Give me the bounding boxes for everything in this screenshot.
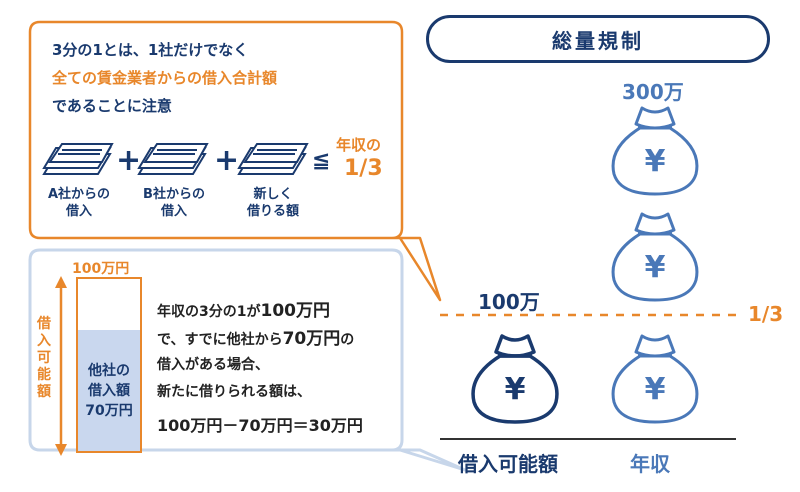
- plus-sign-1: +: [116, 143, 142, 178]
- xlabel-income: 年収: [630, 452, 670, 476]
- explain-line1: 年収の3分の1が100万円: [157, 296, 330, 321]
- explain-equation: 100万円－70万円＝30万円: [157, 416, 363, 435]
- fill-line2: 借入額: [88, 382, 130, 399]
- existing-loan-fill: 他社の 借入額 70万円: [78, 330, 140, 451]
- fill-line3: 70万円: [85, 402, 133, 419]
- xlabel-borrowable: 借入可能額: [458, 452, 558, 476]
- side-label: 借入可能額: [37, 316, 51, 400]
- ratio-label: 年収の: [336, 136, 382, 154]
- item-a-line1: A社からの: [47, 187, 111, 202]
- money-bag-icon: [611, 212, 699, 302]
- baseline: [440, 438, 736, 440]
- leq-sign: ≦: [312, 148, 331, 173]
- double-arrow-icon: [55, 276, 67, 456]
- explain-line1-a: 年収の3分の1が: [157, 304, 261, 320]
- callout-line3: であることに注意: [52, 97, 172, 115]
- one-third-label: 1/3: [748, 302, 784, 326]
- explain-line4: 新たに借りられる額は、: [157, 384, 311, 400]
- item-b-line1: B社からの: [143, 187, 205, 202]
- money-bag-icon: [611, 334, 699, 424]
- yen-symbol: ¥: [644, 144, 666, 179]
- item-new-line1: 新しく: [253, 187, 293, 202]
- yen-symbol: ¥: [644, 250, 666, 285]
- fill-line1: 他社の: [88, 362, 130, 379]
- money-stack-icon: [237, 143, 309, 175]
- money-bag-icon: [611, 106, 699, 196]
- item-b-caption: B社からの 借入: [135, 186, 213, 220]
- money-stack-icon: [137, 143, 209, 175]
- bar-top-label: 100万円: [72, 261, 130, 277]
- explain-line2-b: 70万円: [282, 329, 341, 349]
- item-new-line2: 借りる額: [246, 204, 299, 219]
- callout-line1: 3分の1とは、1社だけでなく: [52, 41, 249, 59]
- money-stack-icon: [42, 143, 114, 175]
- item-b-line2: 借入: [160, 204, 187, 219]
- callout-outline: [28, 20, 442, 302]
- limit-label: 100万: [478, 290, 540, 314]
- yen-symbol: ¥: [644, 372, 666, 407]
- item-a-caption: A社からの 借入: [40, 186, 118, 220]
- yen-symbol-dark: ¥: [504, 372, 526, 407]
- title-text: 総量規制: [552, 28, 644, 53]
- one-third-dashed-line: [440, 313, 740, 317]
- explain-line2: で、すでに他社から70万円の: [157, 324, 354, 349]
- item-new-caption: 新しく 借りる額: [234, 186, 312, 220]
- money-bag-borrowable-icon: [471, 334, 559, 424]
- explain-line1-b: 100万円: [260, 301, 330, 321]
- explain-line2-a: で、すでに他社から: [157, 332, 283, 348]
- explain-line2-c: の: [340, 332, 355, 348]
- item-a-line2: 借入: [65, 204, 92, 219]
- plus-sign-2: +: [214, 143, 240, 178]
- money-stacks: [42, 143, 309, 175]
- income-label: 300万: [622, 80, 684, 104]
- explain-line3: 借入がある場合、: [157, 357, 269, 373]
- ratio-value: 1/3: [344, 156, 383, 181]
- title-pill: 総量規制: [426, 15, 770, 63]
- callout-line2: 全ての賃金業者からの借入合計額: [52, 69, 278, 87]
